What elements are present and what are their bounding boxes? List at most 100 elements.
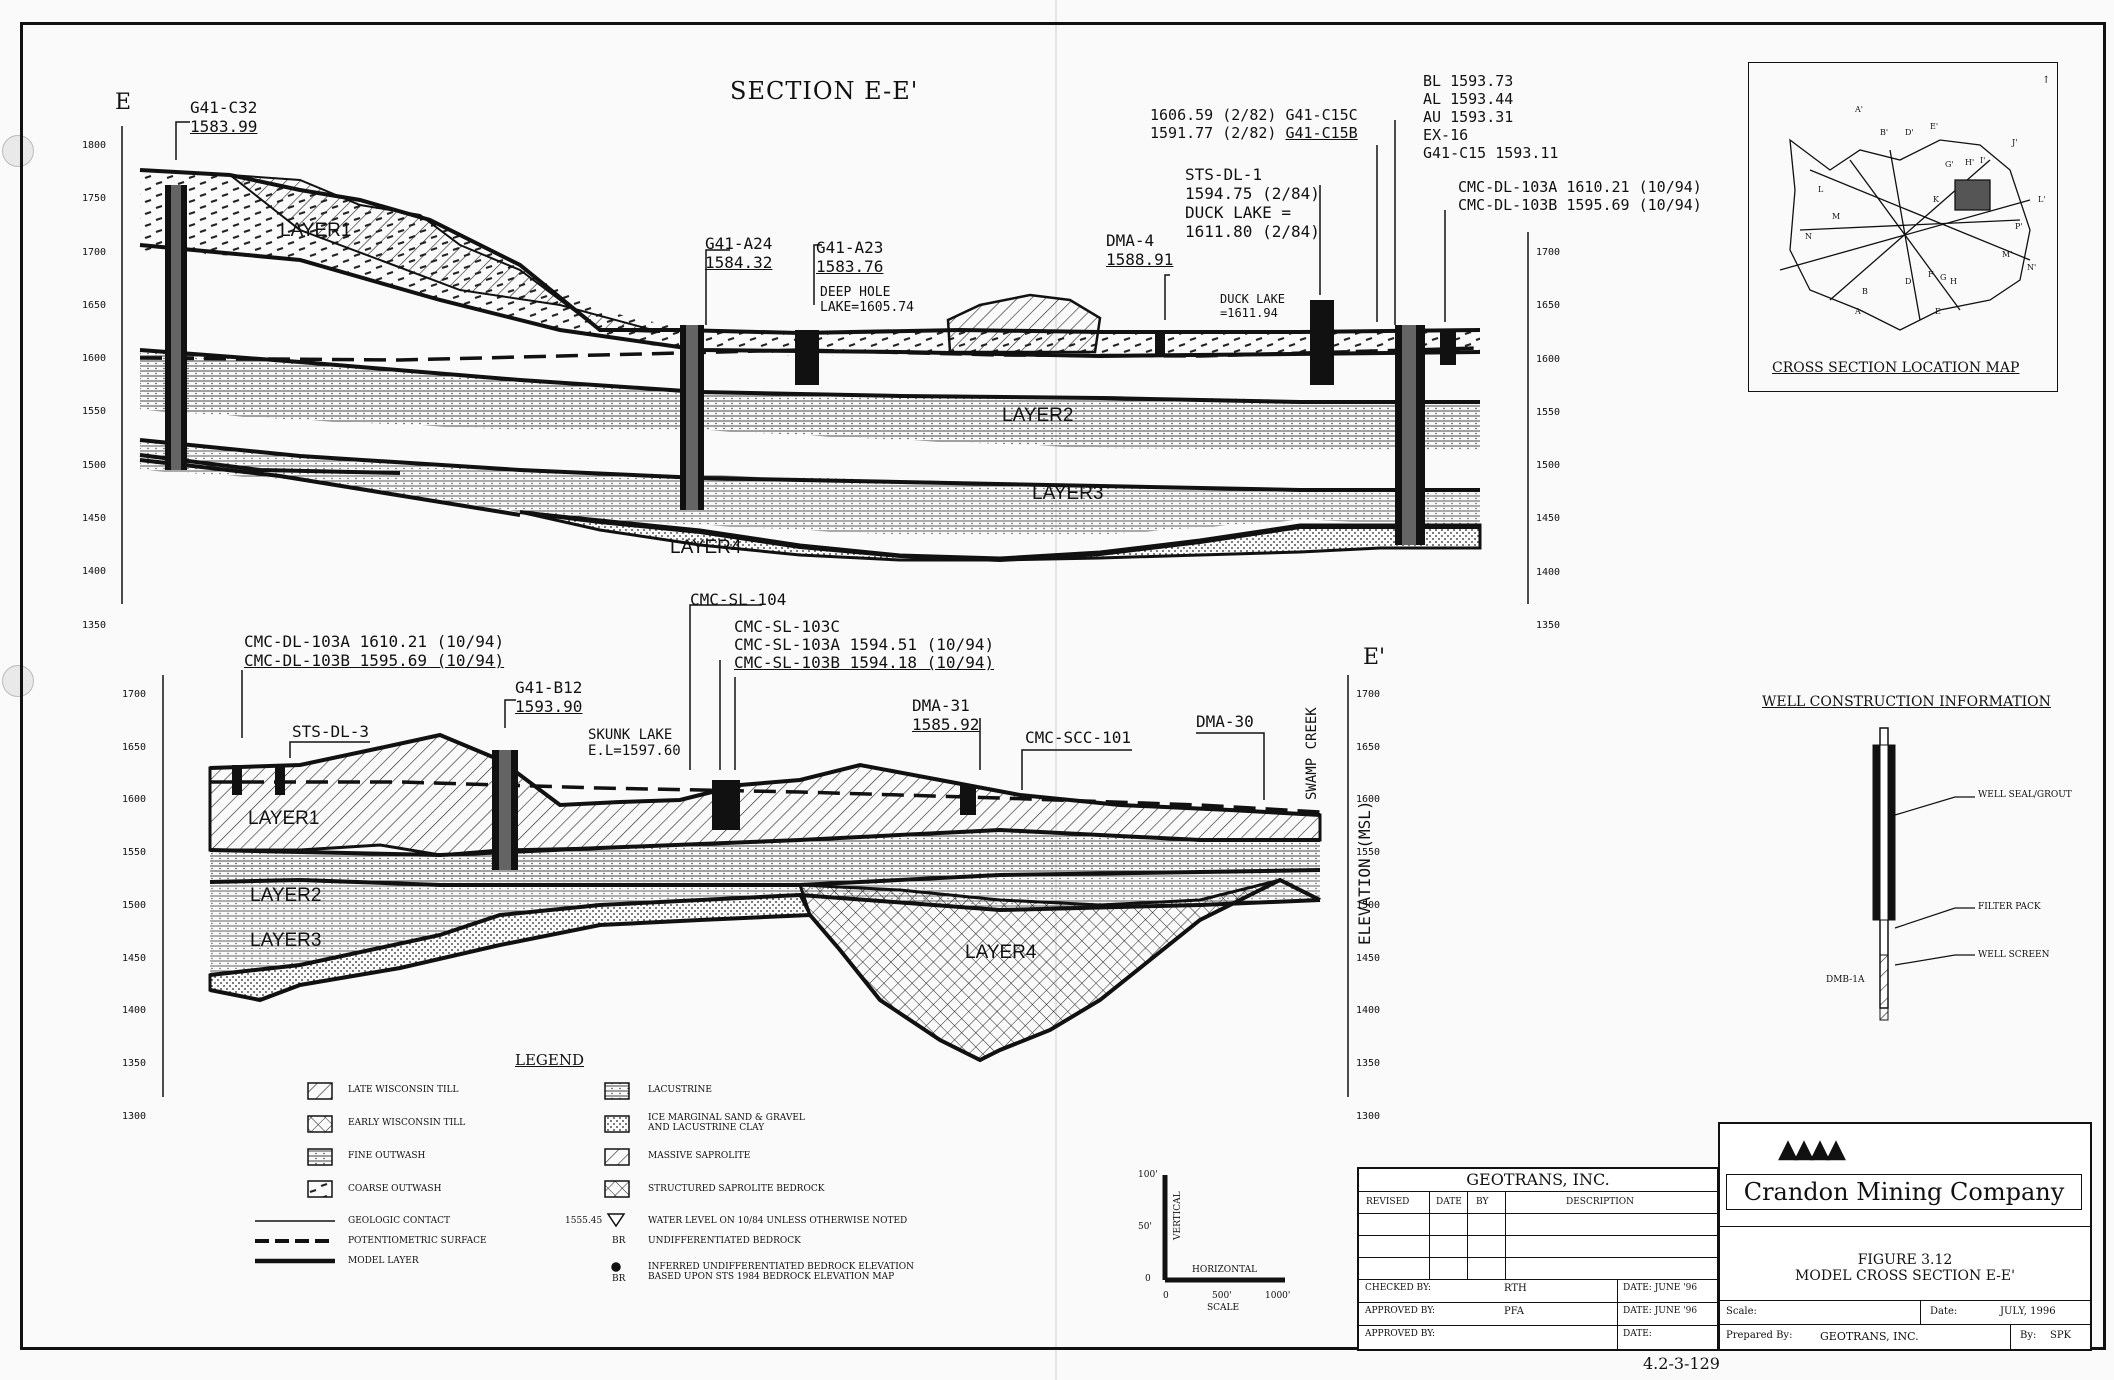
map-letter: M — [1832, 212, 1841, 221]
lower-layer1-label: LAYER1 — [248, 808, 320, 829]
upper-layer2-label: LAYER2 — [1002, 405, 1074, 426]
well-screen-label: WELL SCREEN — [1978, 950, 2050, 960]
map-letter: L — [1818, 185, 1824, 194]
legend-item-early-till: EARLY WISCONSIN TILL — [348, 1118, 466, 1128]
map-letter: K — [1933, 195, 1939, 204]
upper-leader-lines — [175, 120, 1446, 325]
map-letter: N — [1805, 232, 1812, 241]
binder-hole — [2, 665, 34, 697]
location-map — [1748, 62, 2058, 392]
revision-table-header: REVISED DATE BY DESCRIPTION — [1359, 1191, 1717, 1214]
legend-item-potentiometric: POTENTIOMETRIC SURFACE — [348, 1236, 487, 1246]
company-name: Crandon Mining Company — [1726, 1174, 2082, 1210]
scale-v0: 0 — [1145, 1274, 1151, 1284]
legend-item-undiff-bedrock: UNDIFFERENTIATED BEDROCK — [648, 1236, 801, 1246]
upper-layer1-label: LAYER1 — [280, 220, 352, 241]
well-construction-diagram — [1872, 727, 1975, 1021]
upper-layer3-label: LAYER3 — [1032, 483, 1104, 504]
location-map-caption: CROSS SECTION LOCATION MAP — [1772, 360, 2020, 376]
approved-by-2-label: APPROVED BY: — [1365, 1329, 1436, 1339]
upper-elevation-axis — [121, 126, 1529, 604]
legend-title: LEGEND — [515, 1051, 584, 1069]
scale-v100: 100' — [1138, 1170, 1158, 1180]
scale-horizontal-label: HORIZONTAL — [1192, 1265, 1258, 1275]
approved-2-date: DATE: — [1623, 1329, 1652, 1339]
map-letter: G — [1940, 273, 1947, 282]
lower-layer2-fill — [210, 830, 1320, 885]
legend-br-2: BR — [612, 1274, 626, 1284]
page-fold — [1055, 0, 1057, 1380]
swamp-creek-label: SWAMP CREEK — [1304, 707, 1320, 800]
page-number: 4.2-3-129 — [1643, 1354, 1720, 1373]
legend-item-geologic-contact: GEOLOGIC CONTACT — [348, 1216, 451, 1226]
revision-table: GEOTRANS, INC. REVISED DATE BY DESCRIPTI… — [1357, 1167, 1719, 1351]
binder-hole — [2, 135, 34, 167]
legend-item-massive-saprolite: MASSIVE SAPROLITE — [648, 1151, 751, 1161]
scale-vertical-label: VERTICAL — [1173, 1191, 1183, 1240]
lower-wells — [232, 750, 976, 870]
prepared-by-label: Prepared By: — [1726, 1330, 1793, 1341]
legend-item-late-till: LATE WISCONSIN TILL — [348, 1085, 459, 1095]
section-title: SECTION E-E' — [730, 77, 919, 105]
map-letter: I' — [1980, 156, 1986, 165]
lower-model-layer-lines — [209, 732, 1321, 1063]
legend-swatches — [255, 1082, 630, 1272]
upper-left-letter: E — [115, 90, 132, 115]
upper-layer4-label: LAYER4 — [670, 537, 742, 558]
well-g41-c15c-c15b-label: 1606.59 (2/82) G41-C15C 1591.77 (2/82) G… — [1150, 106, 1358, 142]
checked-by-label: CHECKED BY: — [1365, 1283, 1431, 1293]
date-field-label: Date: — [1930, 1306, 1958, 1317]
lower-leader-lines — [241, 604, 1265, 800]
legend-item-structured-saprolite: STRUCTURED SAPROLITE BEDROCK — [648, 1184, 825, 1194]
duck-lake-label: DUCK LAKE=1611.94 — [1220, 292, 1286, 320]
map-letter: N' — [2027, 263, 2037, 272]
scale-v50: 50' — [1138, 1222, 1152, 1232]
scale-h500: 500' — [1212, 1291, 1232, 1301]
map-letter: F — [1928, 270, 1934, 279]
lower-elevation-axes — [162, 675, 1349, 1097]
lower-potentiometric-surface — [210, 780, 1321, 814]
upper-layer3-fill — [140, 440, 1480, 535]
well-cmc-dl-103-label: CMC-DL-103A 1610.21 (10/94)CMC-DL-103B 1… — [1458, 178, 1702, 214]
well-seal-label: WELL SEAL/GROUT — [1978, 790, 2072, 800]
legend-item-inferred-bedrock: INFERRED UNDIFFERENTIATED BEDROCK ELEVAT… — [648, 1262, 915, 1282]
legend-item-model-layer: MODEL LAYER — [348, 1256, 419, 1266]
map-letter: E — [1935, 307, 1941, 316]
lower-cmc-dl-103-label: CMC-DL-103A 1610.21 (10/94)CMC-DL-103B 1… — [244, 632, 505, 670]
lower-layer4-label: LAYER4 — [965, 942, 1037, 963]
upper-wells — [165, 185, 1456, 545]
map-letter: A — [1855, 307, 1861, 316]
lower-layer3-fill — [210, 870, 1320, 975]
north-arrow-icon: ↑ — [2042, 75, 2051, 86]
map-letter: B — [1862, 287, 1868, 296]
legend-item-lacustrine: LACUSTRINE — [648, 1085, 712, 1095]
legend-item-coarse-outwash: COARSE OUTWASH — [348, 1184, 442, 1194]
well-sts-dl-3-label: STS-DL-3 — [292, 722, 370, 741]
legend-item-water-level: WATER LEVEL ON 10/84 UNLESS OTHERWISE NO… — [648, 1216, 908, 1226]
scale-label: SCALE — [1207, 1303, 1240, 1313]
scale-h1000: 1000' — [1265, 1291, 1291, 1301]
map-letter: E' — [1930, 122, 1939, 131]
checked-date: DATE: JUNE '96 — [1623, 1283, 1698, 1293]
scale-bar — [1162, 1175, 1285, 1283]
map-letter: A' — [1855, 105, 1863, 114]
legend-br: BR — [612, 1236, 626, 1246]
elevation-axis-label: ELEVATION (MSL) — [1355, 800, 1374, 946]
scale-field-label: Scale: — [1726, 1306, 1757, 1317]
